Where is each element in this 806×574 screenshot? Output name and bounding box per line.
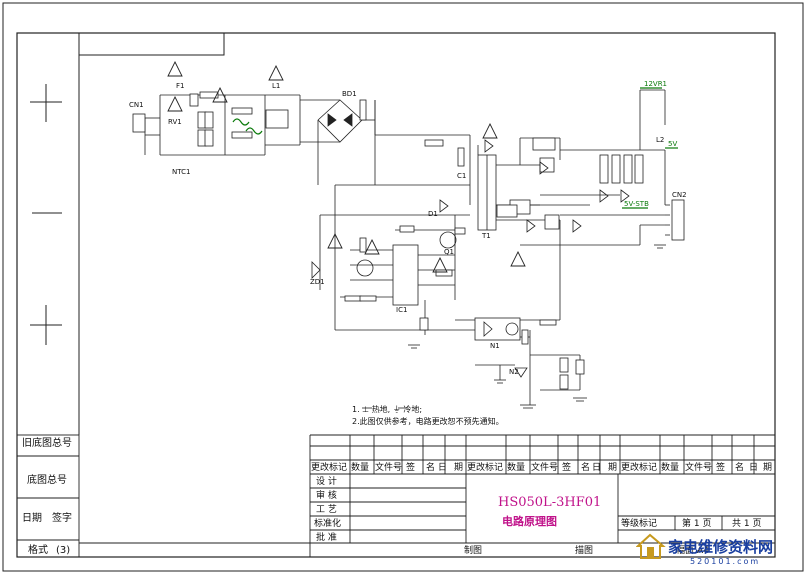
rev-header-name: 名 [581, 463, 591, 473]
label-t1: T1 [482, 232, 491, 240]
rev-header-day: 日 [749, 463, 759, 473]
rev-header-sign: 签 [562, 463, 572, 473]
label-cn2: CN2 [672, 191, 687, 199]
label-l2: L2 [656, 136, 665, 144]
page-number: 第 1 页 [682, 519, 712, 529]
connector-cn1 [132, 113, 146, 133]
net-markers [232, 87, 678, 209]
rev-header-file: 文件号 [375, 463, 403, 473]
label-12v: 12VR1 [644, 80, 668, 88]
note-ground: 1. ⊥ 热地, ⏚ 冷地; [352, 405, 423, 414]
rev-header-name: 名 [735, 463, 745, 473]
document-title: 电路原理图 [502, 515, 557, 528]
watermark-url: 520101.com [690, 557, 761, 566]
top-box [78, 32, 225, 56]
title-block-grid [16, 434, 775, 558]
page-total: 共 1 页 [732, 519, 762, 529]
label-5v: 5V [668, 140, 678, 148]
rev-header-sign: 签 [406, 463, 416, 473]
old-ref-label: 旧底图总号 [22, 438, 72, 449]
ref-label: 底图总号 [27, 475, 67, 486]
label-n2: N2 [509, 368, 519, 376]
traced-label: 描图 [575, 546, 594, 556]
label-5v-stb: 5V-STB [624, 200, 649, 208]
rev-header-period: 期 [763, 463, 773, 473]
label-c1: C1 [457, 172, 467, 180]
rev-header-qty: 数量 [507, 463, 526, 473]
connector-cn2 [671, 199, 685, 241]
label-l1: L1 [272, 82, 281, 90]
rev-header-qty: 数量 [351, 463, 370, 473]
rev-header-day: 日 [592, 463, 602, 473]
rev-header-day: 日 [438, 463, 448, 473]
rev-header-sign: 签 [716, 463, 726, 473]
label-n1: N1 [490, 342, 500, 350]
rev-header-file: 文件号 [531, 463, 559, 473]
label-q1: Q1 [444, 248, 454, 256]
grade-label: 等级标记 [621, 519, 658, 529]
role-review: 审 核 [316, 491, 337, 501]
drafted-label: 制图 [464, 546, 483, 556]
label-zd1: ZD1 [310, 278, 325, 286]
rev-header-mark: 更改标记 [621, 463, 658, 473]
label-rv1: RV1 [168, 118, 182, 126]
watermark-logo-icon [635, 532, 666, 560]
date-label: 日期 [22, 513, 42, 524]
components [132, 91, 685, 390]
label-cn1: CN1 [129, 101, 144, 109]
label-ic1: IC1 [396, 306, 408, 314]
rev-header-file: 文件号 [685, 463, 713, 473]
note-disclaimer: 2.此图仅供参考，电路更改恕不预先通知。 [352, 417, 504, 426]
label-ntc1: NTC1 [172, 168, 191, 176]
rev-header-period: 期 [608, 463, 618, 473]
rev-header-name: 名 [426, 463, 436, 473]
rev-header-qty: 数量 [661, 463, 680, 473]
registration-marks [30, 84, 62, 345]
rev-header-mark: 更改标记 [467, 463, 504, 473]
format-value: (3) [56, 545, 71, 556]
drawing-frame [16, 32, 776, 558]
role-design: 设 计 [316, 477, 337, 487]
role-process: 工 艺 [316, 505, 337, 515]
rev-header-period: 期 [454, 463, 464, 473]
label-f1: F1 [176, 82, 185, 90]
size-label: 幅面:A4 [676, 546, 709, 556]
format-label: 格式 [28, 545, 48, 556]
circuit-wires [144, 89, 670, 405]
label-d1: D1 [428, 210, 438, 218]
semiconductors [311, 113, 630, 378]
model-number: HS050L-3HF01 [498, 495, 602, 510]
role-approve: 批 准 [316, 533, 337, 543]
label-bd1: BD1 [342, 90, 357, 98]
watermark-text: 家电维修资料网 [668, 538, 774, 556]
ground-symbols [362, 244, 666, 409]
warning-icon [167, 60, 526, 273]
rev-header-mark: 更改标记 [311, 463, 348, 473]
sign-label: 签字 [52, 513, 72, 524]
role-standard: 标准化 [314, 519, 342, 529]
